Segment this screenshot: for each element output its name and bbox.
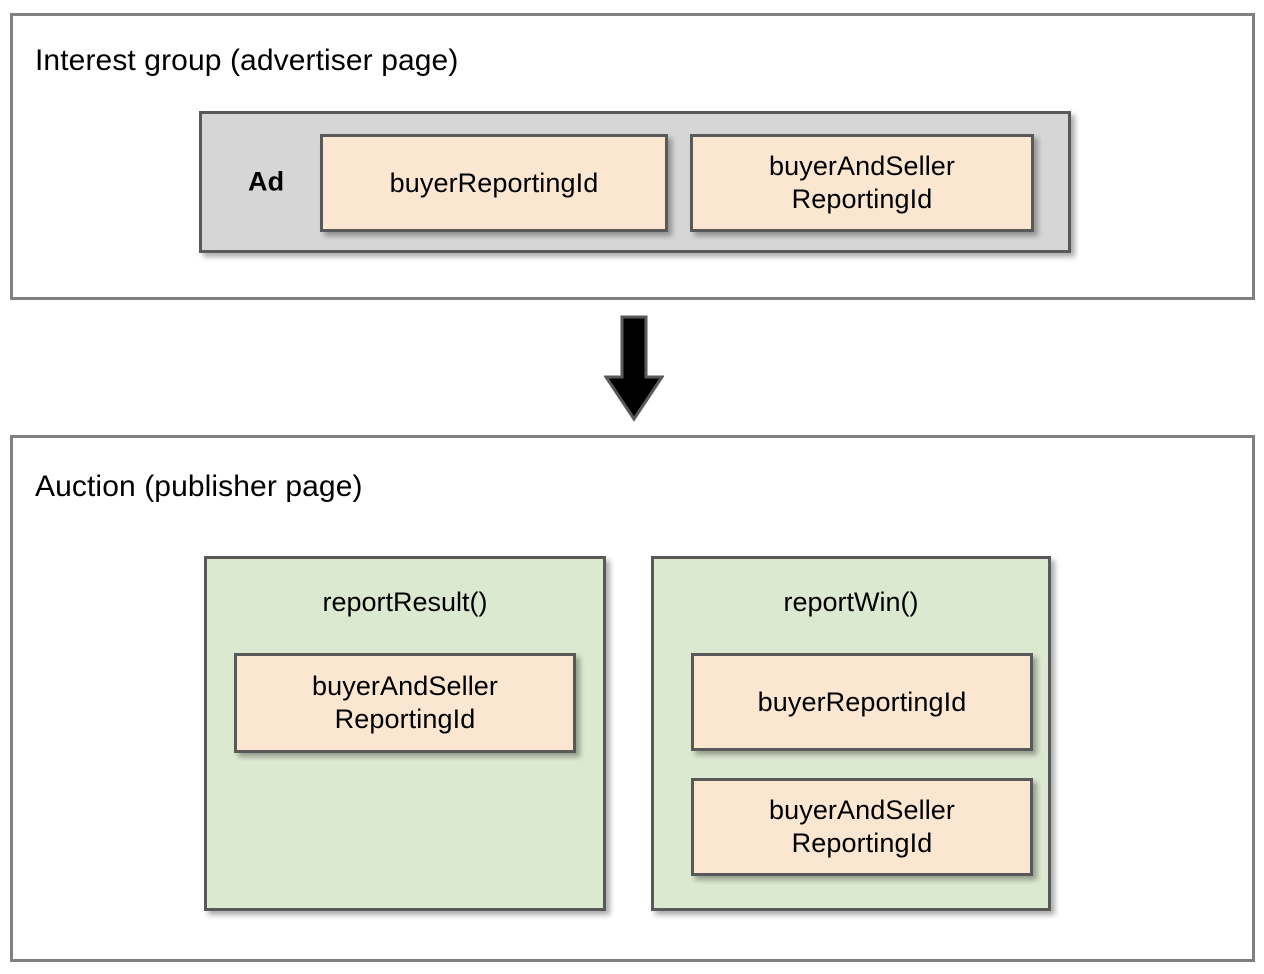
arrow-down-shape (604, 315, 664, 422)
report-result-field-buyer-and-seller-reporting-id: buyerAndSeller ReportingId (234, 653, 576, 753)
interest-group-title: Interest group (advertiser page) (35, 44, 459, 77)
ad-field-buyer-reporting-id: buyerReportingId (320, 134, 668, 232)
ad-field-buyer-and-seller-reporting-id-label: buyerAndSeller ReportingId (768, 151, 955, 214)
report-win-field-buyer-reporting-id: buyerReportingId (691, 653, 1033, 751)
auction-title: Auction (publisher page) (35, 470, 363, 503)
report-win-field-buyer-reporting-id-label: buyerReportingId (757, 686, 967, 717)
ad-container: Ad buyerReportingId buyerAndSeller Repor… (199, 111, 1071, 253)
ad-field-buyer-and-seller-reporting-id: buyerAndSeller ReportingId (690, 134, 1034, 232)
report-result-field-buyer-and-seller-reporting-id-label: buyerAndSeller ReportingId (311, 671, 498, 734)
report-result-title: reportResult() (322, 587, 488, 617)
report-win-title: reportWin() (783, 587, 919, 617)
report-result-box: reportResult() buyerAndSeller ReportingI… (204, 556, 606, 911)
arrow-down-icon (604, 315, 664, 422)
ad-label: Ad (248, 166, 285, 197)
ad-field-buyer-reporting-id-label: buyerReportingId (389, 167, 599, 198)
interest-group-panel: Interest group (advertiser page) Ad buye… (10, 13, 1255, 300)
report-win-field-buyer-and-seller-reporting-id: buyerAndSeller ReportingId (691, 778, 1033, 876)
auction-panel: Auction (publisher page) reportResult() … (10, 435, 1255, 962)
report-win-box: reportWin() buyerReportingId buyerAndSel… (651, 556, 1051, 911)
report-win-field-buyer-and-seller-reporting-id-label: buyerAndSeller ReportingId (768, 795, 955, 858)
